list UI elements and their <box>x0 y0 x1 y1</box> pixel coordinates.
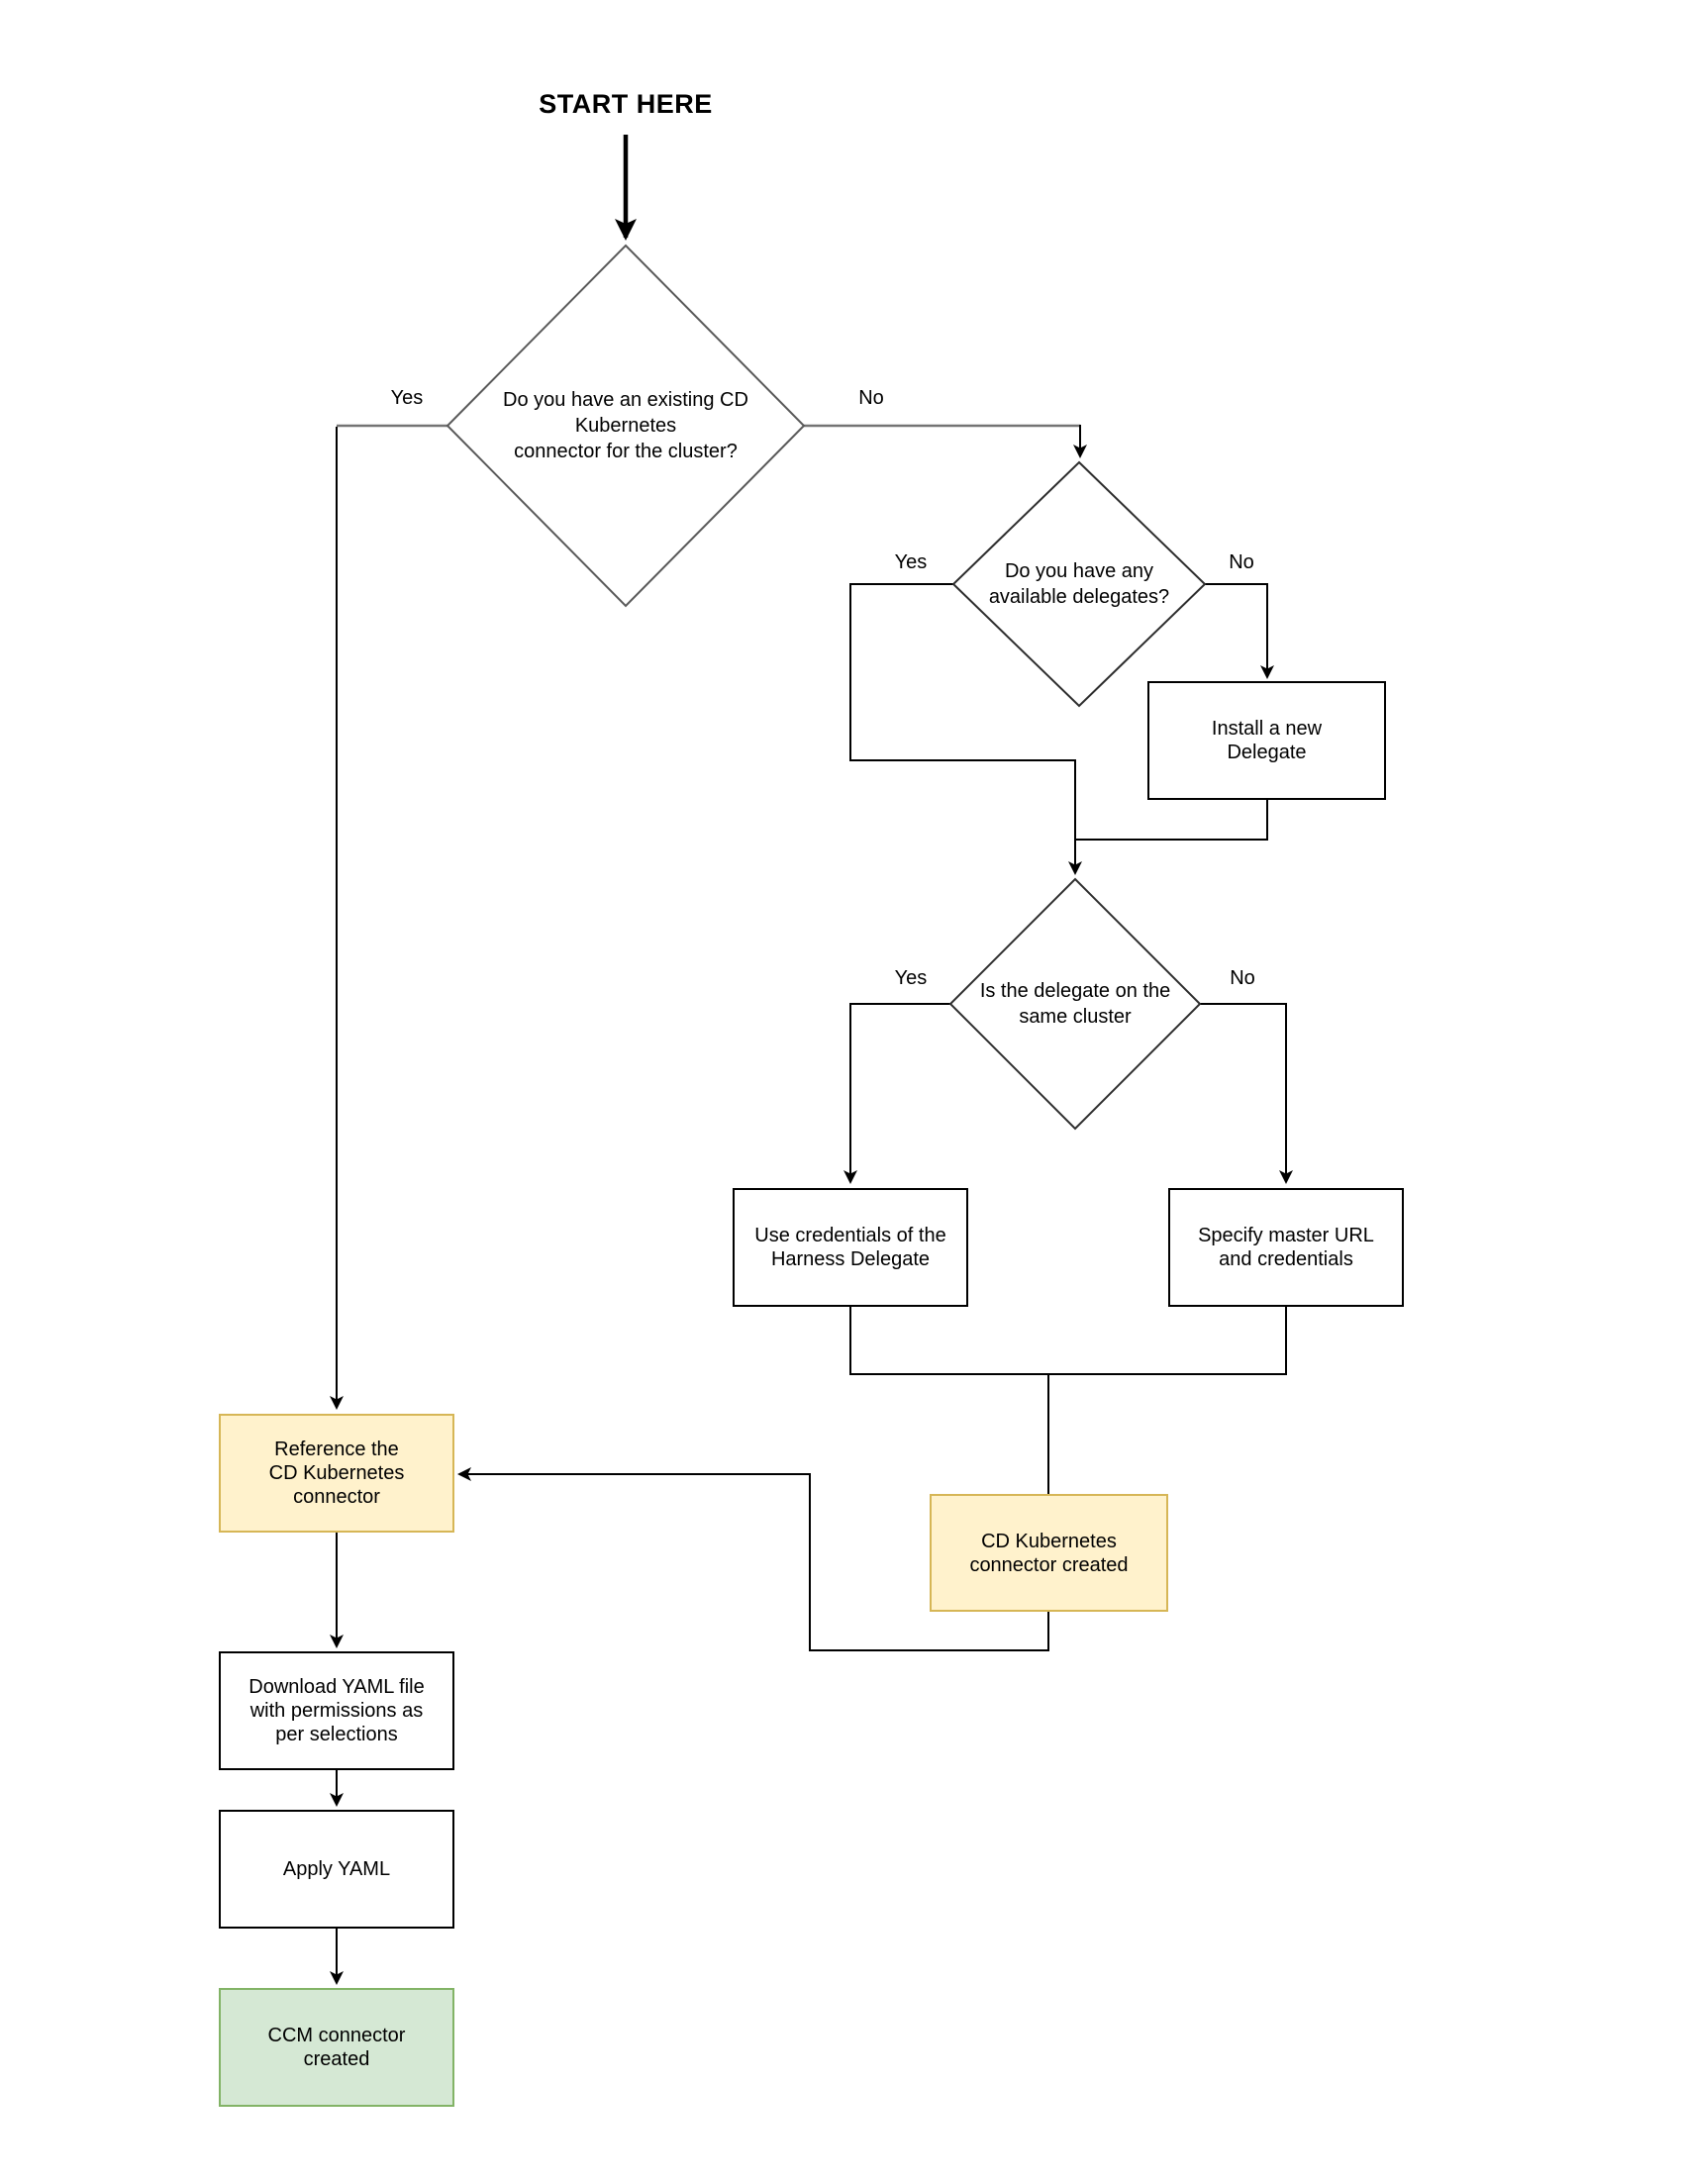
decision1-no-label: No <box>858 386 884 409</box>
decision1-question: Do you have an existing CD Kubernetes co… <box>503 389 748 462</box>
download-yaml-box: Download YAML file with permissions as p… <box>219 1651 454 1770</box>
install-delegate-box: Install a new Delegate <box>1147 681 1386 800</box>
apply-yaml-box: Apply YAML <box>219 1810 454 1929</box>
connector-decision3-no <box>1200 1003 1293 1184</box>
decision2-question: Do you have any available delegates? <box>988 560 1170 608</box>
use-credentials-box: Use credentials of the Harness Delegate <box>733 1188 968 1307</box>
connector-cd-created-to-reference <box>457 1467 1049 1651</box>
connector-credentials-merge <box>849 1307 1287 1375</box>
connector-decision2-no <box>1205 583 1274 679</box>
decision3-yes-label: Yes <box>894 966 928 989</box>
specify-master-url-box: Specify master URL and credentials <box>1168 1188 1404 1307</box>
decision2-yes-label: Yes <box>894 550 928 573</box>
decision3-question: Is the delegate on the same cluster <box>979 980 1171 1028</box>
ccm-connector-created-box: CCM connector created <box>219 1988 454 2107</box>
decision3-no-label: No <box>1230 966 1255 989</box>
connector-install-to-decision3 <box>1074 800 1268 841</box>
decision1-diamond <box>446 244 806 608</box>
decision2-diamond <box>951 460 1207 708</box>
connector-decision3-yes <box>843 1003 950 1184</box>
decision2-no-label: No <box>1229 550 1254 573</box>
decision1-yes-label: Yes <box>390 386 424 409</box>
decision3-diamond <box>948 877 1202 1131</box>
reference-connector-box: Reference the CD Kubernetes connector <box>219 1414 454 1533</box>
connector-decision2-yes <box>849 583 1082 875</box>
page-title: START HERE <box>539 89 713 119</box>
cd-connector-created-box: CD Kubernetes connector created <box>930 1494 1168 1612</box>
